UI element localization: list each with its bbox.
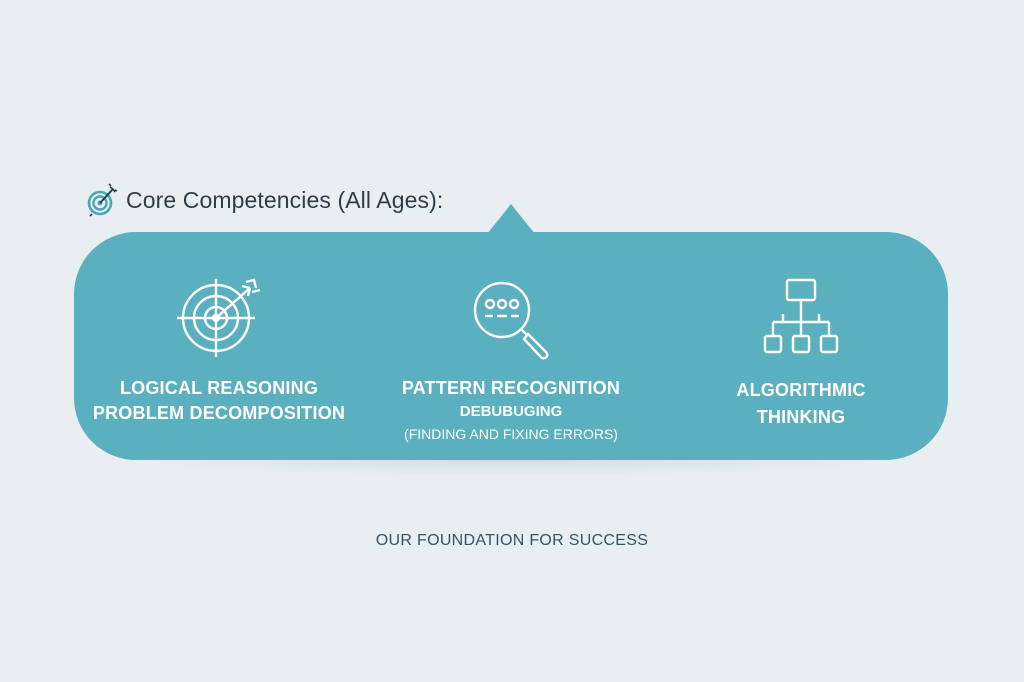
target-dart-icon xyxy=(87,183,118,217)
competency-title: ALGORITHMIC xyxy=(736,380,866,400)
heading-title: Core Competencies (All Ages): xyxy=(126,186,444,213)
competency-title: PATTERN RECOGNITION xyxy=(401,378,621,398)
footer-tagline: OUR FOUNDATION FOR SUCCESS xyxy=(375,532,649,549)
bubble-pointer xyxy=(487,204,535,234)
magnifier-pattern-icon xyxy=(473,281,549,360)
competency-title: LOGICAL REASONING xyxy=(119,378,319,398)
target-icon xyxy=(177,278,261,357)
competencies-panel: LOGICAL REASONING PROBLEM DECOMPOSITION … xyxy=(74,232,948,460)
section-heading: Core Competencies (All Ages): xyxy=(86,183,443,217)
competency-description: (FINDING AND FIXING ERRORS) xyxy=(404,426,618,442)
flowchart-icon xyxy=(763,278,839,354)
competency-subtitle: DEBUBUGING xyxy=(459,403,563,420)
bubble-shadow xyxy=(120,458,904,476)
competency-subtitle: PROBLEM DECOMPOSITION xyxy=(92,403,346,423)
competency-subtitle: THINKING xyxy=(756,407,846,427)
